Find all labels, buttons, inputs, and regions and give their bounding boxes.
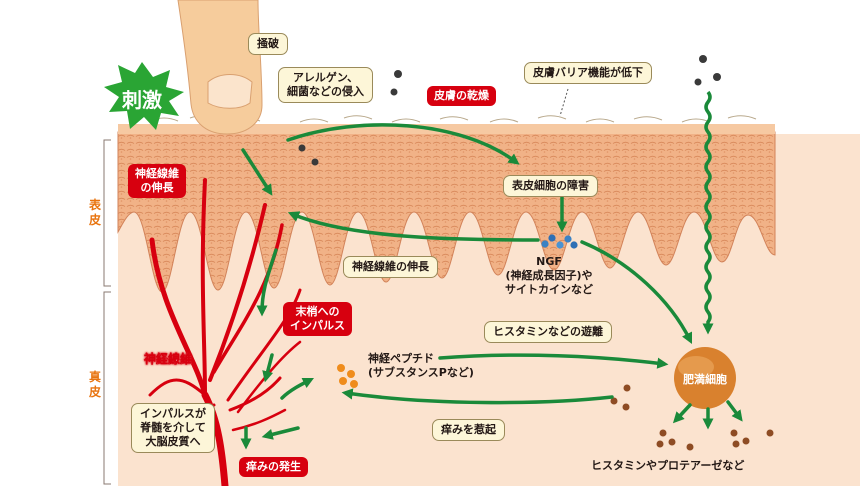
arrow-invasion-to-damage	[286, 123, 520, 165]
flow-arrows	[240, 123, 743, 450]
ngf-icon	[541, 234, 578, 249]
histamine-release-label: ヒスタミンなどの遊離	[484, 321, 612, 343]
particle-icon	[298, 55, 721, 166]
arrow-mast-out-left	[672, 403, 692, 424]
barrier-leader	[559, 88, 569, 117]
stratum-corneum	[118, 124, 775, 134]
dermis-side-label: 真 皮	[88, 370, 101, 399]
arrow-peptide-to-mast	[438, 353, 669, 369]
protease-label: ヒスタミンやプロテアーゼなど	[591, 459, 745, 472]
itch-induce-label: 痒みを惹起	[432, 419, 505, 441]
arrow-impulse-down	[256, 248, 278, 317]
arrow-itch-left	[261, 426, 300, 440]
mast-cell-highlight	[678, 356, 714, 378]
epidermis-layer	[117, 131, 776, 293]
granule-icon	[610, 384, 774, 451]
arrow-ngf-to-nerve	[287, 211, 540, 242]
starburst-icon	[104, 62, 184, 130]
arrow-scratch-to-epidermis	[241, 148, 273, 196]
barrier-function-label: 皮膚バリア機能が低下	[524, 62, 652, 84]
impulse-brain-label: インパルスが 脊髄を介して 大脳皮質へ	[131, 403, 215, 453]
scratch-label: 掻破	[248, 33, 288, 55]
nerve-extension-red-label: 神経線維 の伸長	[128, 164, 186, 198]
dry-skin-flakes	[149, 115, 757, 123]
allergen-label: アレルゲン、 細菌などの侵入	[278, 67, 373, 103]
barrier-entry-arrow	[702, 90, 714, 335]
nerve-fiber-label: 神経線維	[144, 352, 193, 366]
skin-dryness-label: 皮膚の乾燥	[427, 86, 496, 106]
mast-cell-label: 肥満細胞	[683, 373, 727, 386]
arrow-mast-to-peptide	[341, 388, 614, 405]
itch-onset-label: 痒みの発生	[239, 457, 308, 477]
finger-icon	[177, 0, 263, 135]
ngf-label: NGF (神経成長因子)や サイトカインなど	[505, 255, 593, 296]
peripheral-impulse-label: 末梢への インパルス	[283, 302, 352, 336]
epidermal-damage-label: 表皮細胞の障害	[503, 175, 598, 197]
dermis-bracket	[103, 291, 111, 485]
neuropeptide-label: 神経ペプチド (サブスタンスPなど)	[368, 352, 474, 379]
arrow-mast-out-right	[726, 400, 743, 422]
nerve-extension-label: 神経線維の伸長	[343, 256, 438, 278]
neuropeptide-icon	[337, 364, 358, 388]
arrow-impulse-down2	[262, 353, 274, 383]
epidermis-side-label: 表 皮	[88, 198, 101, 227]
arrow-itch-up	[280, 377, 315, 400]
stimulus-label: 刺激	[122, 88, 162, 112]
epidermis-bracket	[103, 139, 111, 287]
arrow-ngf-to-mast	[580, 240, 693, 345]
